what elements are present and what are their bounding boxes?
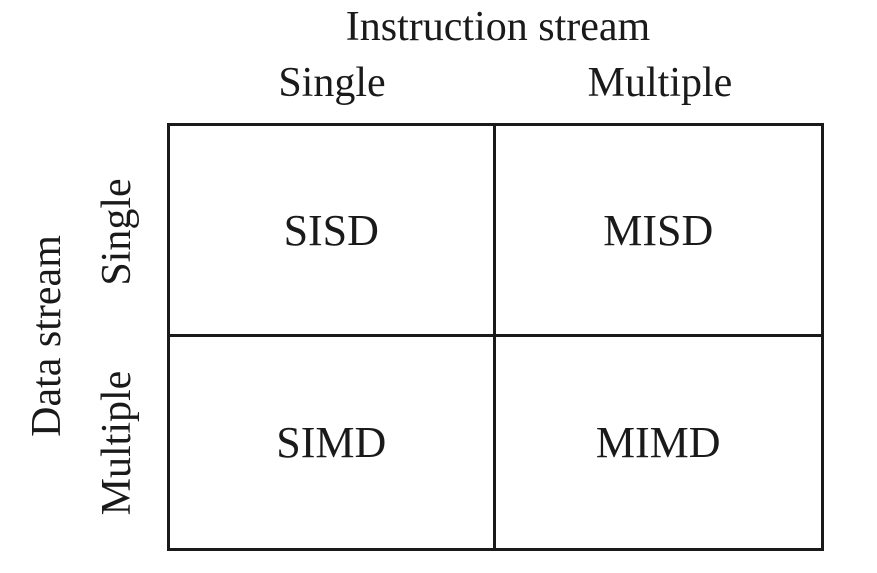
instruction-stream-title: Instruction stream (345, 4, 651, 50)
cell-misd: MISD (495, 126, 821, 337)
column-label-multiple: Multiple (587, 60, 733, 106)
cell-mimd: MIMD (595, 418, 721, 467)
cell-simd: SIMD (170, 337, 496, 548)
column-label-single: Single (278, 60, 386, 106)
cell-sisd: SISD (170, 126, 496, 337)
data-stream-title: Data stream (24, 235, 70, 437)
row-label-single: Single (94, 178, 140, 286)
classification-grid: SISD MISD SIMD MIMD (167, 123, 824, 551)
row-label-multiple: Multiple (94, 370, 140, 516)
